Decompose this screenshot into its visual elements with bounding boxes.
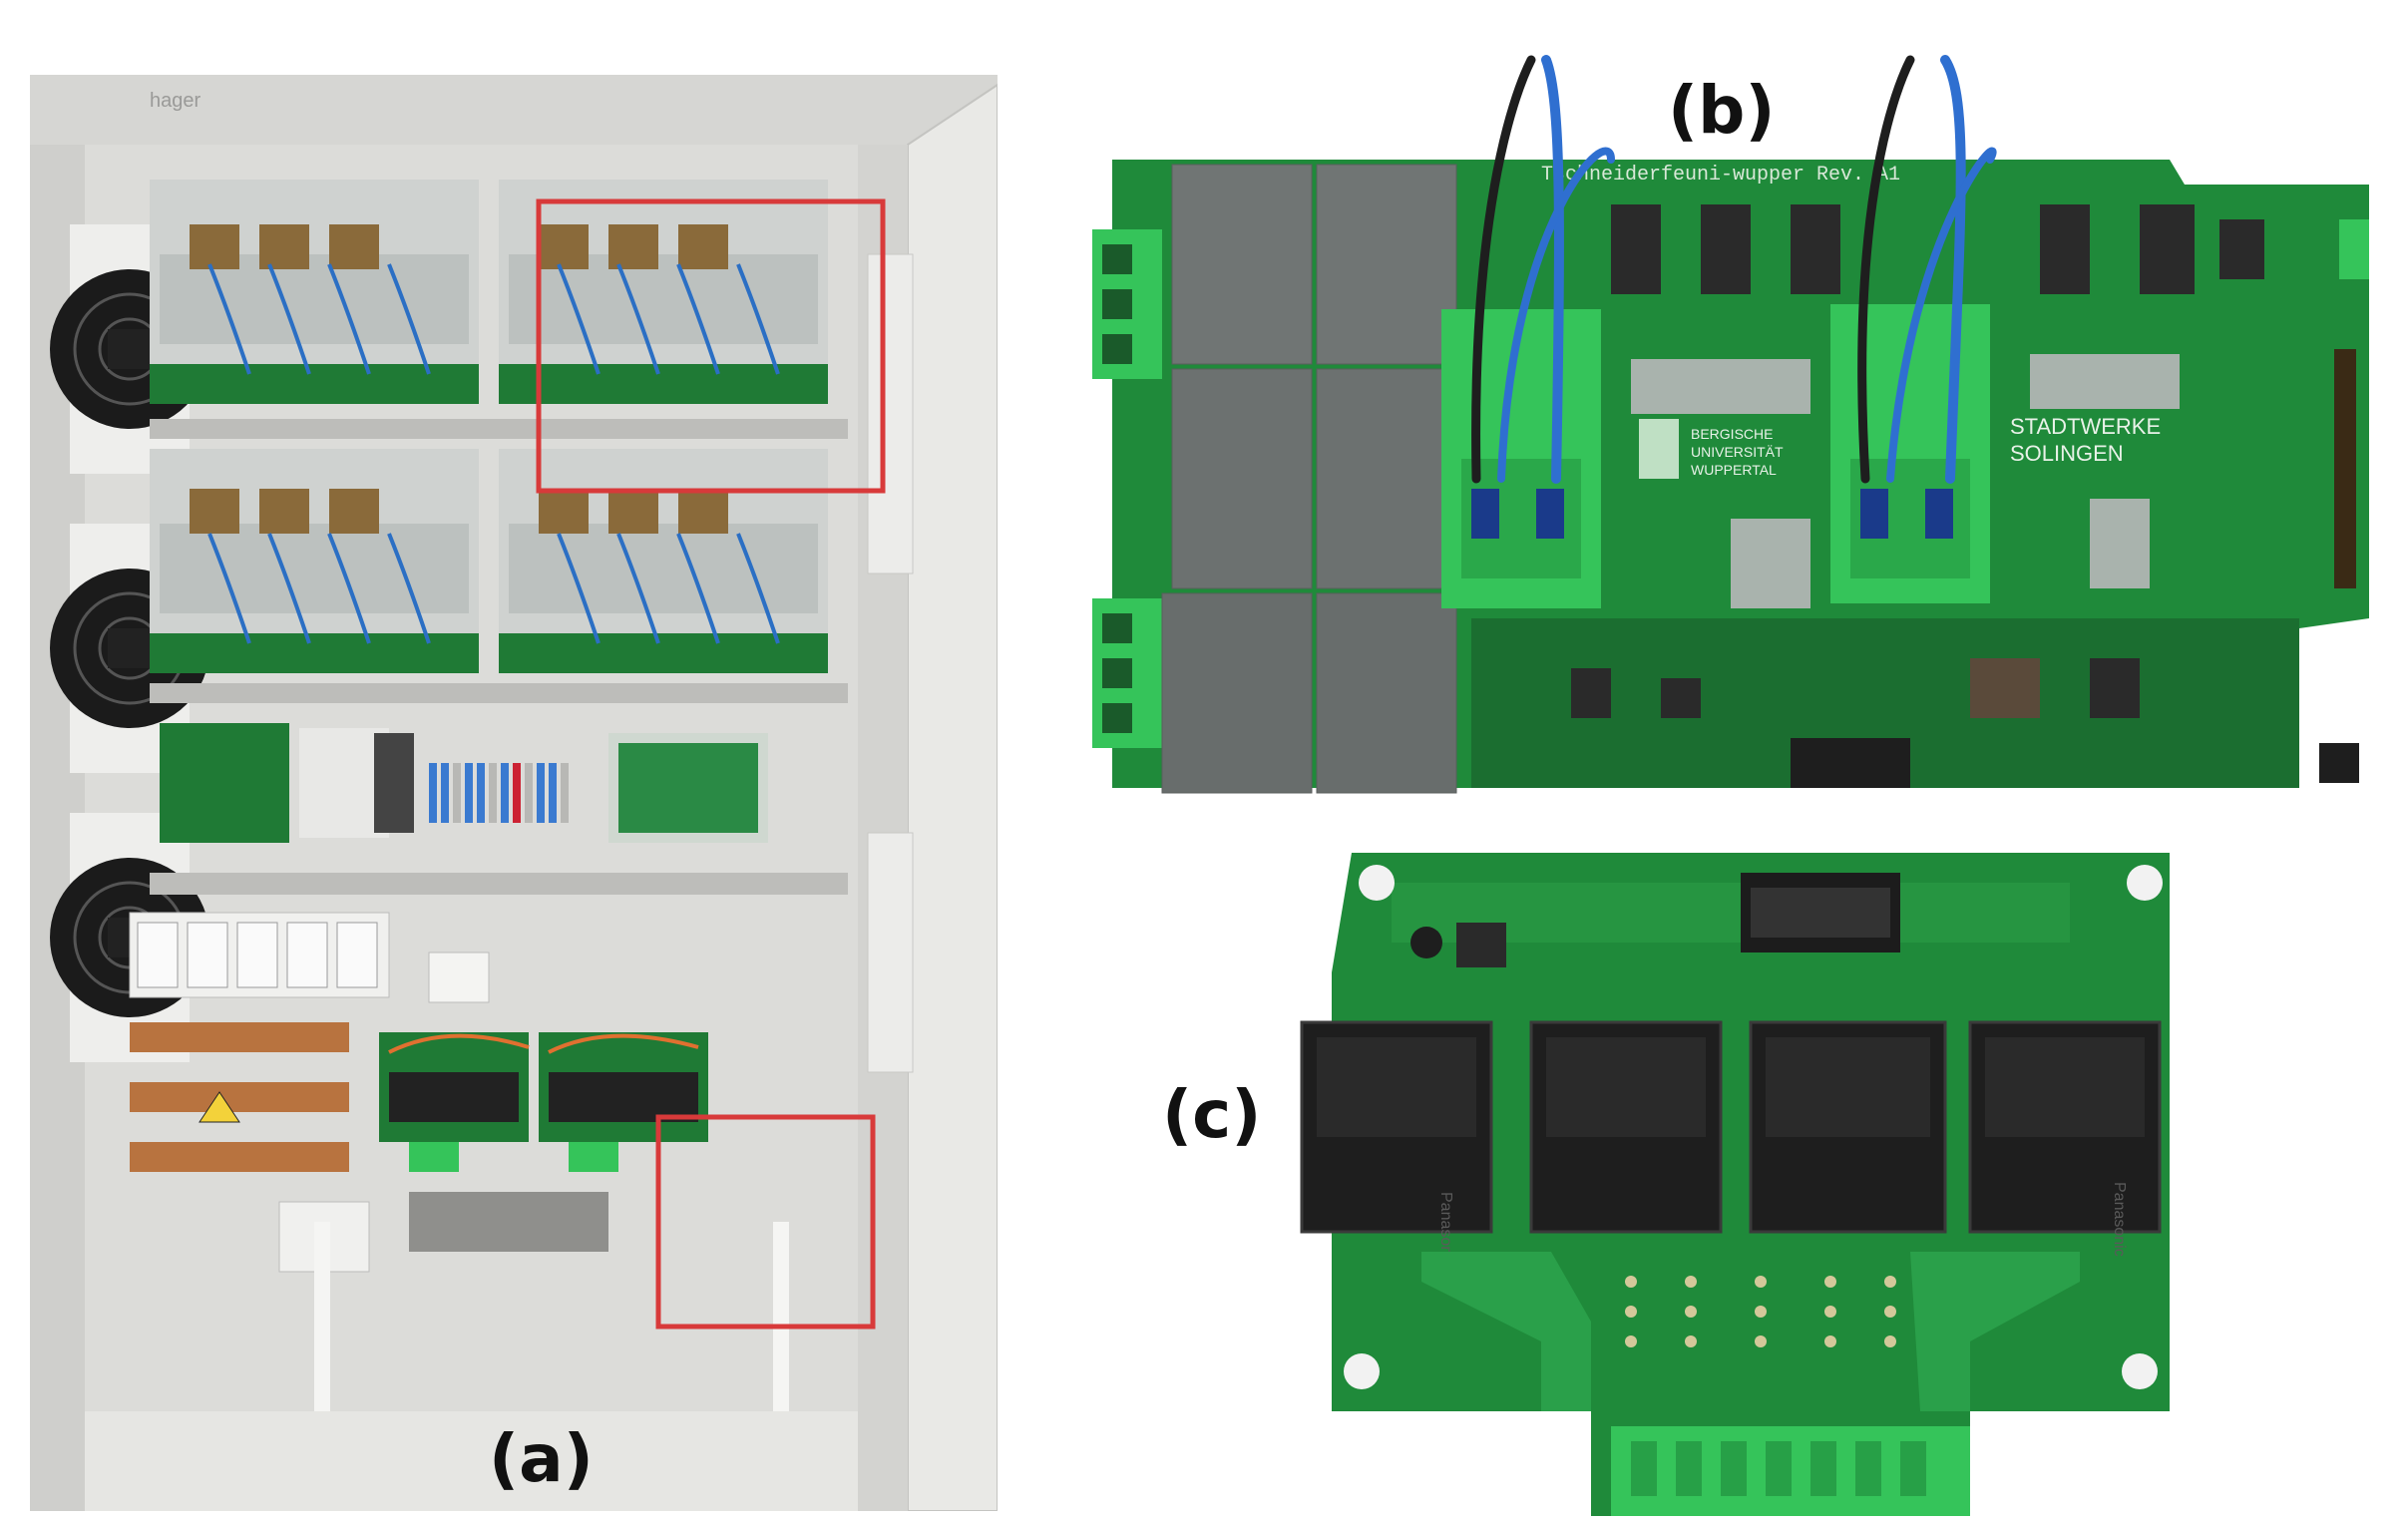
jumper (2319, 743, 2359, 783)
cabinet-lid (30, 75, 998, 145)
ferrite-inductors (1161, 164, 1457, 794)
power-connector-top (1092, 229, 1162, 379)
capacitor-array-left (1631, 359, 1810, 608)
cable-duct-2 (150, 683, 848, 703)
converter-row-1 (150, 180, 828, 404)
cabinet-floor (85, 1411, 858, 1511)
ribbon-header-pins (1751, 888, 1890, 938)
transistor (1410, 927, 1442, 958)
cable-duct-1 (150, 419, 848, 439)
cabinet-door (907, 83, 998, 1511)
logo-left-line1: BERGISCHE (1691, 426, 1773, 442)
relay-2 (1529, 1020, 1723, 1234)
cable-loops (1471, 55, 1997, 484)
converter-row-2 (150, 449, 828, 673)
cable-pipe-right (773, 1222, 789, 1421)
logo-right-line2: SOLINGEN (2010, 441, 2124, 466)
busbars (130, 1022, 349, 1172)
relay-4: Panasonic (1968, 1020, 2162, 1257)
mount-hole-bl (1344, 1353, 1380, 1389)
panel-label-a: (a) (489, 1420, 594, 1497)
relay-4-brand: Panasonic (2111, 1182, 2128, 1257)
power-traces (1421, 1252, 2080, 1411)
relay-1: Panasonic (1300, 1020, 1493, 1267)
relay-board-photo: Panasonic Panasonic (1292, 853, 2209, 1516)
logo-left-line3: WUPPERTAL (1691, 462, 1777, 478)
output-terminal-left (1441, 309, 1601, 608)
vent-grille (867, 253, 914, 1073)
power-connector-bottom (1092, 598, 1162, 748)
output-connector (1611, 1426, 1970, 1516)
highlight-box-relay (655, 1114, 876, 1330)
relay-boards-bottom (379, 1032, 708, 1172)
control-row (160, 723, 768, 843)
cabinet-illustration: hager (30, 75, 998, 1511)
highlight-box-converter (536, 198, 886, 494)
relay-1-brand: Panasonic (1437, 1192, 1454, 1267)
cabinet-photo: hager (30, 75, 998, 1511)
solder-pads (1625, 1276, 1896, 1347)
mount-hole-tr (2127, 865, 2163, 901)
relay-board-illustration: Panasonic Panasonic (1300, 853, 2170, 1516)
driver-board-parts (1571, 658, 2140, 788)
converter-board-photo: Tschneiderfeuni-wupper Rev. A1 (1092, 20, 2389, 798)
panel-label-c: (c) (1162, 1076, 1262, 1153)
top-components (1611, 204, 2264, 294)
converter-board-illustration: Tschneiderfeuni-wupper Rev. A1 (1092, 55, 2369, 794)
mount-hole-tl (1359, 865, 1395, 901)
relay-3 (1749, 1020, 1947, 1234)
silkscreen-text: Tschneiderfeuni-wupper Rev. A1 (1541, 164, 1900, 187)
capacitor-array-right (2030, 354, 2180, 588)
pin-header (2334, 349, 2356, 588)
mount-hole-br (2122, 1353, 2158, 1389)
stadtwerke-logo: STADTWERKE SOLINGEN (2010, 414, 2161, 466)
cable-pipe-left (314, 1222, 330, 1421)
terminal-blocks (409, 1192, 608, 1252)
brand-text: hager (150, 90, 201, 112)
circuit-breakers (129, 912, 490, 1003)
university-logo: BERGISCHE UNIVERSITÄT WUPPERTAL (1639, 419, 1784, 479)
cable-duct-3 (150, 873, 848, 895)
panel-label-b: (b) (1668, 72, 1776, 149)
logo-left-line2: UNIVERSITÄT (1691, 444, 1784, 460)
small-connector (2339, 219, 2369, 279)
logo-right-line1: STADTWERKE (2010, 414, 2161, 439)
regulator (1456, 923, 1506, 967)
